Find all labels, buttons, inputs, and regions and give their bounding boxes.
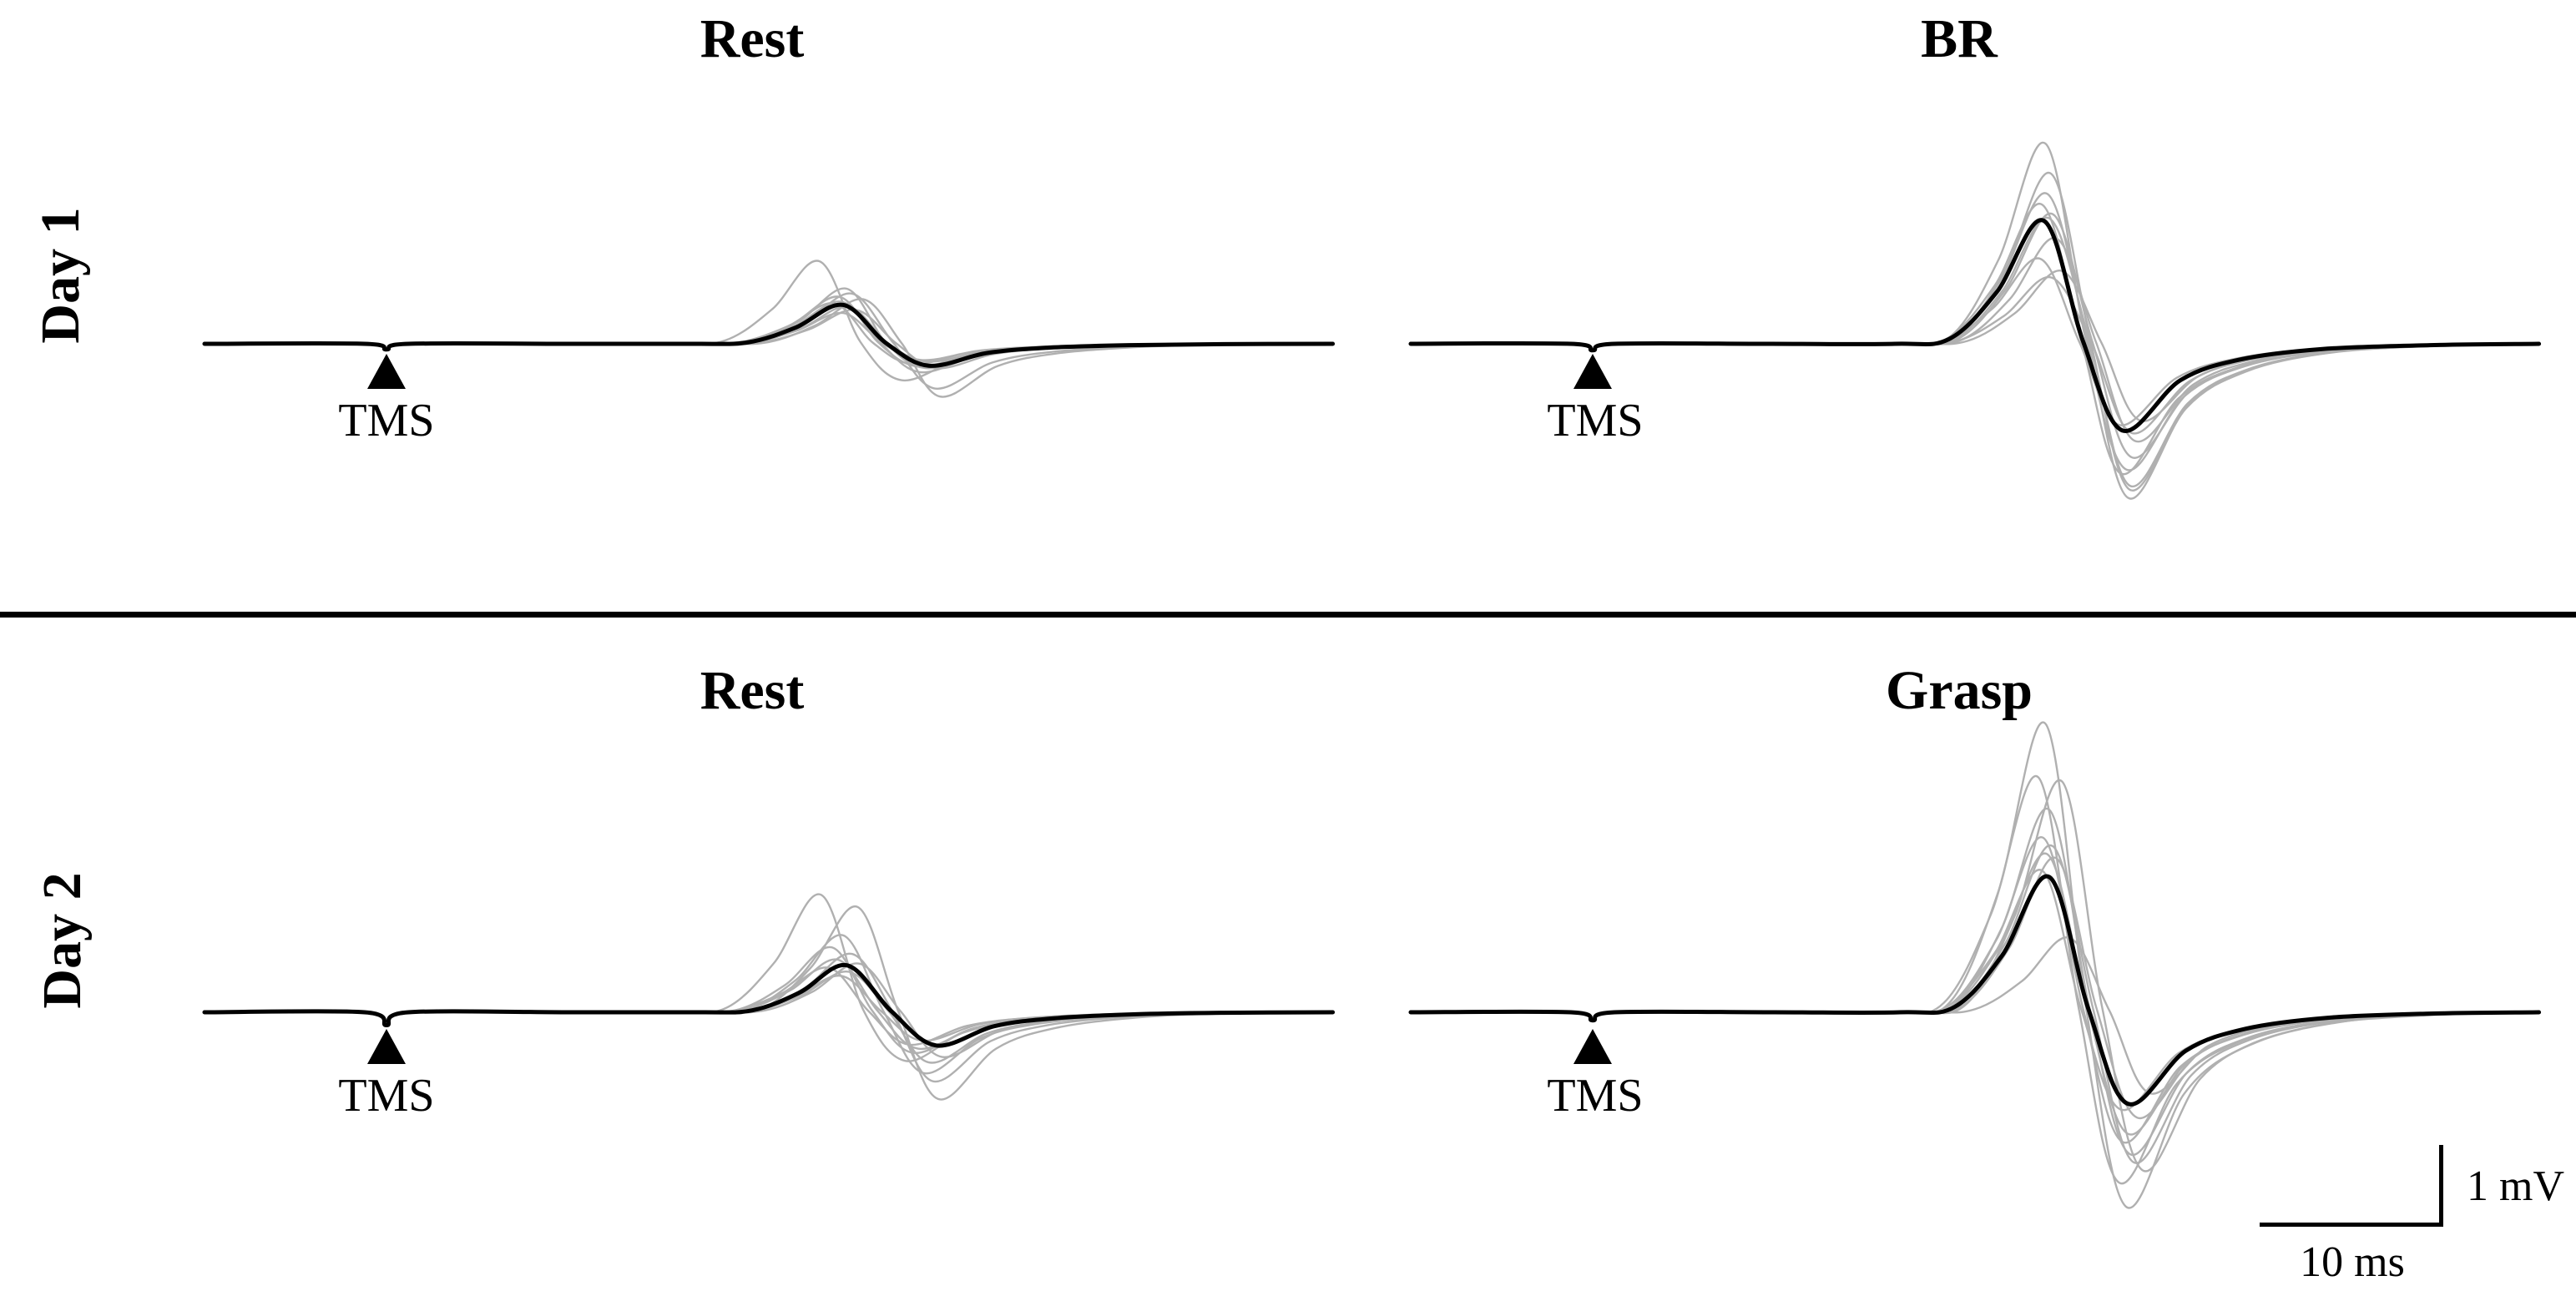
tms-marker-label-day2-right: TMS	[1547, 1070, 1644, 1122]
panel-traces-day2-rest	[202, 893, 1336, 1101]
tms-marker-triangle-day1-right	[1573, 354, 1612, 389]
panel-title-day2-rest: Rest	[700, 660, 805, 721]
scale-bar-time-label: 10 ms	[2300, 1238, 2405, 1286]
tms-marker-triangle-day2-right	[1573, 1029, 1612, 1064]
scale-bar-amplitude-label: 1 mV	[2467, 1162, 2564, 1210]
row-label-day2: Day 2	[32, 872, 93, 1009]
tms-marker-label-day1-left: TMS	[338, 395, 435, 446]
tms-marker-label-day1-right: TMS	[1547, 395, 1644, 446]
panel-title-day1-rest: Rest	[700, 8, 805, 69]
panel-traces-day1-br	[1408, 141, 2542, 500]
mean-trace	[202, 963, 1336, 1048]
mean-trace	[202, 302, 1336, 368]
row-divider-line	[0, 612, 2576, 618]
mean-trace	[1408, 218, 2542, 433]
mean-trace	[1408, 874, 2542, 1107]
tms-marker-triangle-day2-left	[367, 1029, 406, 1064]
tms-marker-triangle-day1-left	[367, 354, 406, 389]
tms-marker-label-day2-left: TMS	[338, 1070, 435, 1122]
panel-title-day2-grasp: Grasp	[1885, 660, 2033, 721]
scale-bar-vertical-line	[2439, 1145, 2443, 1227]
scale-bar-horizontal-line	[2260, 1223, 2443, 1227]
panel-title-day1-br: BR	[1921, 8, 1998, 69]
trial-trace	[1409, 721, 2540, 1209]
panel-traces-day2-grasp	[1408, 721, 2542, 1209]
panel-traces-day1-rest	[202, 260, 1336, 398]
row-label-day1: Day 1	[30, 207, 91, 344]
